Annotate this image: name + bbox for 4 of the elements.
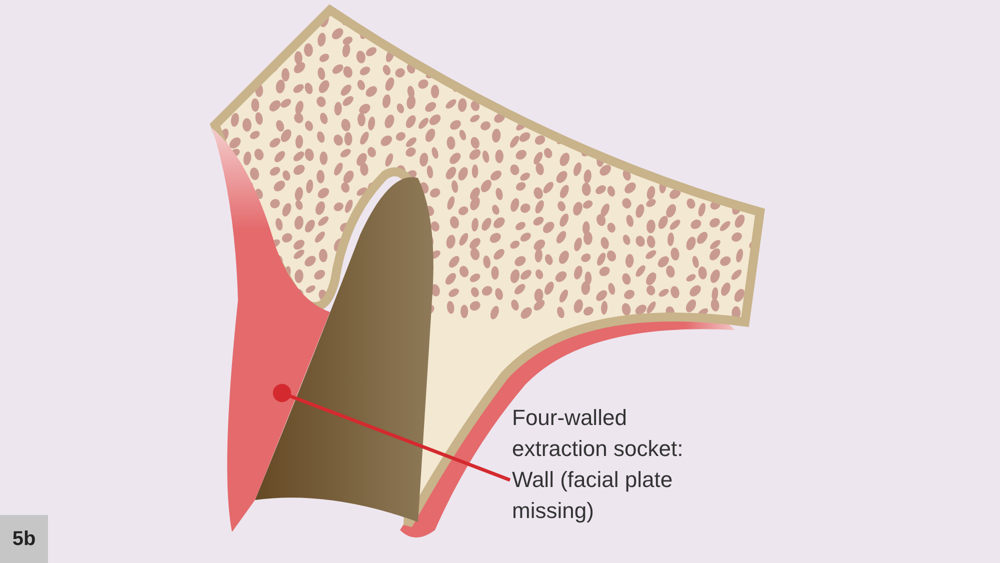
figure-label: 5b: [0, 515, 48, 563]
gum-tissue: [212, 128, 330, 532]
callout-text: Four-walled extraction socket: Wall (facial plate missing): [512, 402, 717, 526]
leader-line: [272, 384, 511, 482]
